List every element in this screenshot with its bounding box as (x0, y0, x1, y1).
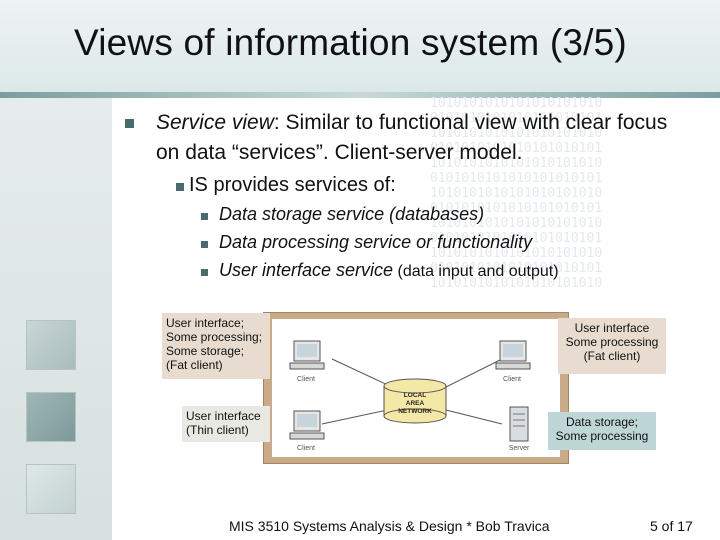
callout-fat-client-left: User interface; Some processing; Some st… (162, 313, 270, 379)
decorative-square (26, 464, 76, 514)
decorative-square (26, 392, 76, 442)
binary-background-decoration: 1010101010101010101010 01010101010101010… (430, 96, 603, 291)
client-server-diagram: LOCAL AREA NETWORK Client Client (263, 312, 569, 464)
footer-course-text: MIS 3510 Systems Analysis & Design * Bob… (229, 518, 550, 534)
item-data-storage: Data storage service (databases) (219, 204, 485, 224)
node-label-client-tl: Client (297, 376, 315, 383)
lan-label-3: NETWORK (398, 408, 432, 415)
lan-label-1: LOCAL (404, 392, 426, 399)
computer-icon (289, 410, 325, 440)
bullet-service-view: Service view: Similar to functional view… (156, 108, 696, 168)
node-label-client-bl: Client (297, 445, 315, 452)
bullet-icon (125, 119, 134, 128)
connection-line (321, 408, 393, 425)
lan-label-2: AREA (406, 400, 425, 407)
node-label-server: Server (509, 445, 530, 452)
slide-title: Views of information system (3/5) (74, 22, 627, 63)
service-view-description: : Similar to functional view with clear … (156, 111, 668, 164)
item-user-interface-suffix: (data input and output) (393, 263, 559, 280)
decorative-square (26, 320, 76, 370)
bullet-icon (176, 183, 184, 191)
server-icon (509, 406, 529, 442)
sub-bullet: IS provides services of: (189, 174, 396, 196)
title-bar: Views of information system (3/5) (0, 0, 720, 92)
connection-line (441, 408, 503, 425)
bullet-icon (201, 269, 208, 276)
item-user-interface: User interface service (data input and o… (219, 260, 559, 281)
bullet-icon (201, 241, 208, 248)
lan-cylinder-icon (383, 378, 447, 424)
callout-server: Data storage; Some processing (548, 412, 656, 450)
callout-fat-client-right: User interface Some processing (Fat clie… (558, 318, 666, 374)
term-service-view: Service view (156, 111, 274, 134)
page-number: 5 of 17 (650, 518, 693, 534)
callout-thin-client: User interface (Thin client) (182, 406, 270, 442)
item-user-interface-label: User interface service (219, 260, 394, 280)
computer-icon (495, 340, 531, 370)
network-diagram-svg: LOCAL AREA NETWORK Client Client (289, 340, 531, 452)
title-divider (0, 92, 720, 98)
computer-icon (289, 340, 325, 370)
item-data-processing: Data processing service or functionality (219, 232, 533, 252)
node-label-client-tr: Client (503, 376, 521, 383)
diagram-canvas: LOCAL AREA NETWORK Client Client (272, 319, 560, 457)
bullet-icon (201, 213, 208, 220)
